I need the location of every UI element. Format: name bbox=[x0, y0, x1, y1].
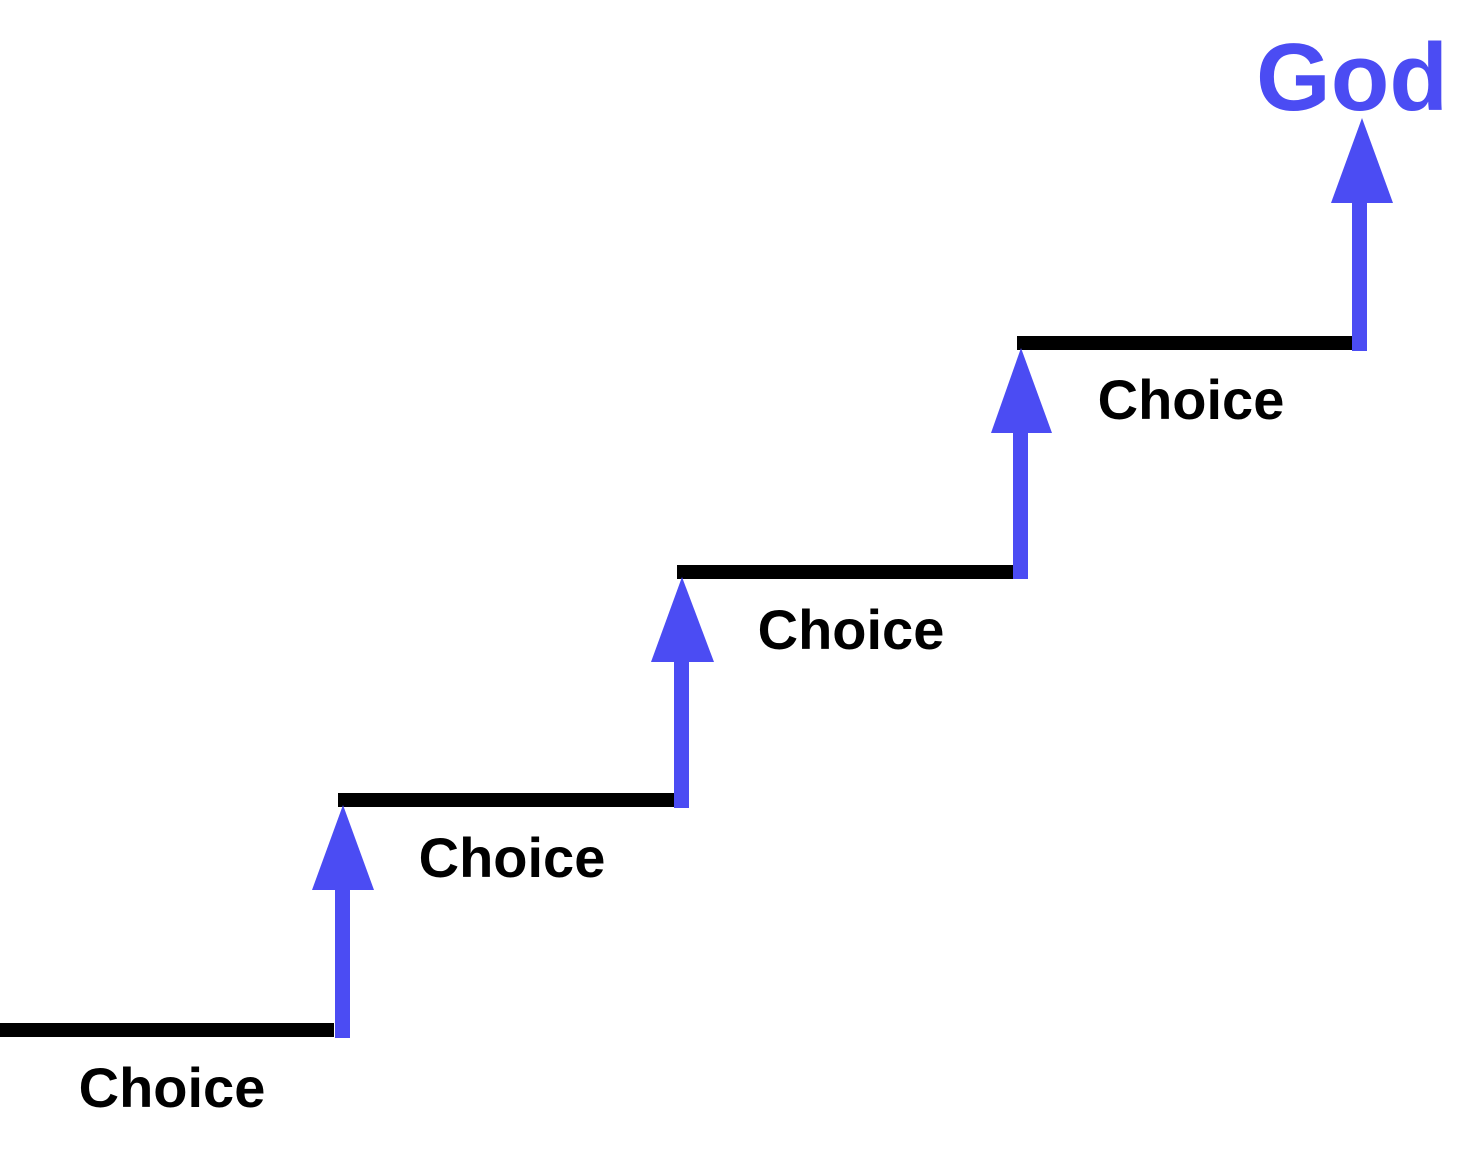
step-label-4: Choice bbox=[1098, 368, 1285, 431]
step-label-2: Choice bbox=[419, 826, 606, 889]
step-label-1: Choice bbox=[79, 1056, 266, 1119]
step-label-3: Choice bbox=[758, 598, 945, 661]
up-arrow-2 bbox=[651, 577, 714, 808]
goal-label: God bbox=[1256, 24, 1448, 131]
up-arrow-1 bbox=[312, 805, 374, 1038]
up-arrow-3 bbox=[991, 348, 1052, 579]
up-arrow-4 bbox=[1331, 118, 1393, 351]
